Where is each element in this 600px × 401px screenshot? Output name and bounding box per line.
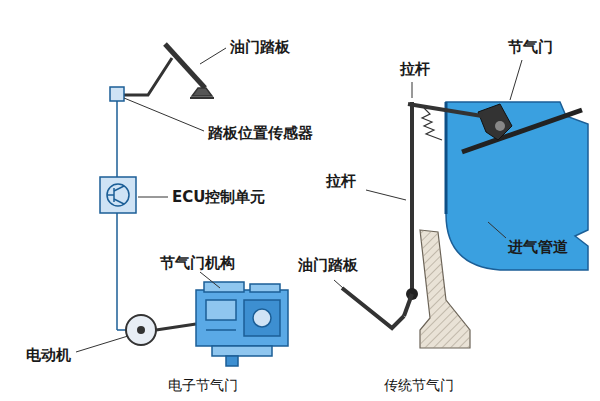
part-label: ECU控制单元 <box>172 188 265 206</box>
electronic-throttle <box>76 44 288 366</box>
part-label: 节气门机构 <box>160 254 235 272</box>
figure-caption: 传统节气门 <box>384 376 454 394</box>
part-label: 电动机 <box>26 346 71 364</box>
part-label: 进气管道 <box>508 238 568 256</box>
part-label: 油门踏板 <box>298 256 358 274</box>
part-label: 拉杆 <box>326 172 356 190</box>
part-label: 踏板位置传感器 <box>208 124 313 142</box>
part-label: 拉杆 <box>400 60 430 78</box>
part-label: 油门踏板 <box>230 38 290 56</box>
traditional-throttle <box>334 60 588 348</box>
part-label: 节气门 <box>508 38 553 56</box>
figure-caption: 电子节气门 <box>168 376 238 394</box>
